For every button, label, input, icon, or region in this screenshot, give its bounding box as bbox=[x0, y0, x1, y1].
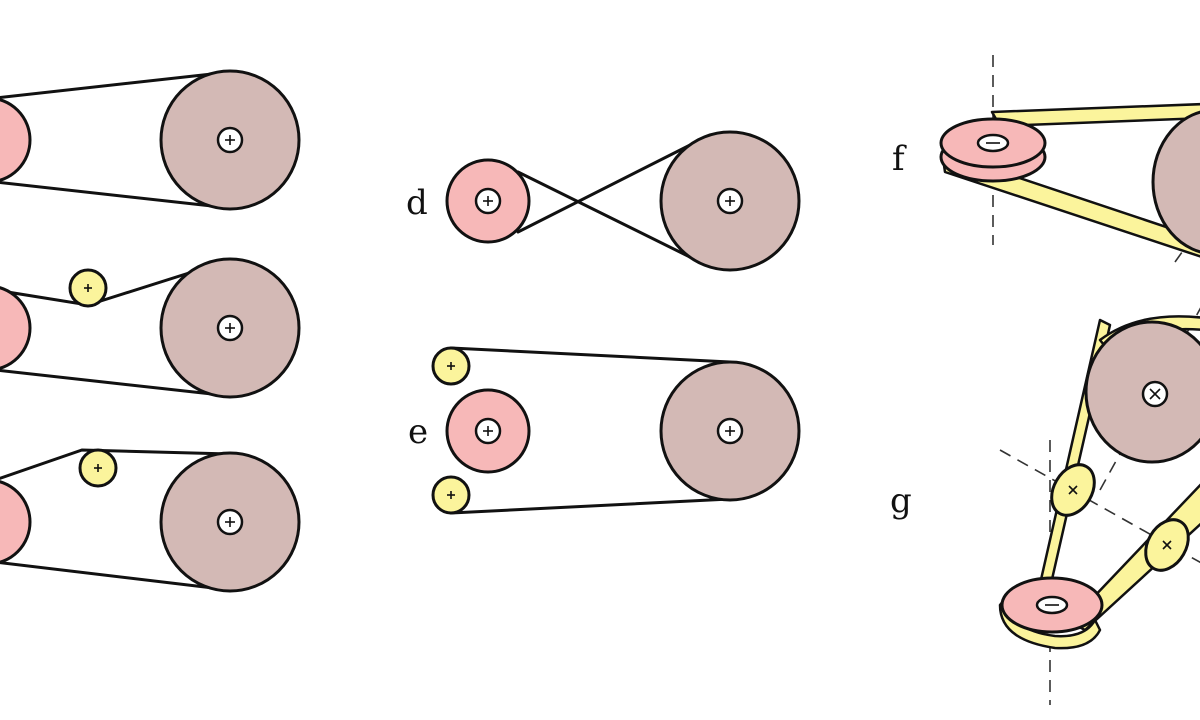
hub-icon bbox=[216, 508, 244, 536]
crossed-belt-drive-d: d bbox=[406, 130, 801, 272]
idler-hub-icon bbox=[94, 464, 102, 472]
open-belt-drive-a bbox=[0, 69, 301, 211]
idler-hub-icon bbox=[84, 284, 92, 292]
belt-top bbox=[0, 70, 232, 99]
hub-icon bbox=[216, 314, 244, 342]
hub-icon bbox=[474, 417, 502, 445]
quarter-turn-belt-drive-f: f bbox=[892, 55, 1200, 263]
guide-hub-icon bbox=[1162, 540, 1172, 550]
belt-bottom bbox=[0, 369, 232, 398]
large-pulley-edge bbox=[1151, 110, 1200, 254]
idler-hub-icon bbox=[447, 362, 455, 370]
small-pulley bbox=[0, 98, 32, 182]
hub-icon bbox=[976, 133, 1010, 153]
hub-icon bbox=[716, 187, 744, 215]
label-e: e bbox=[408, 412, 428, 452]
label-f: f bbox=[892, 139, 907, 179]
label-d: d bbox=[406, 183, 428, 223]
label-g: g bbox=[890, 481, 912, 521]
belt-cross-1 bbox=[516, 170, 702, 264]
hub-icon bbox=[1035, 595, 1069, 615]
idler-hub-icon bbox=[447, 491, 455, 499]
angled-guide-belt-drive-g: g bbox=[890, 307, 1200, 705]
small-pulley bbox=[0, 480, 32, 564]
open-belt-drive-c-with-idler bbox=[0, 448, 301, 593]
hub-icon bbox=[716, 417, 744, 445]
belt-bottom bbox=[449, 497, 732, 515]
belt-bottom bbox=[0, 561, 232, 592]
small-pulley bbox=[0, 286, 32, 370]
hub-icon bbox=[216, 126, 244, 154]
belt-bottom bbox=[0, 181, 232, 210]
hub-icon bbox=[474, 187, 502, 215]
guide-hub-icon bbox=[1068, 485, 1078, 495]
belt-cross-2 bbox=[516, 138, 702, 234]
hub-icon bbox=[1141, 380, 1169, 408]
belt-top bbox=[0, 448, 232, 480]
open-belt-drive-b-with-idler bbox=[0, 257, 301, 399]
belt-top bbox=[449, 346, 732, 364]
guided-belt-drive-e: e bbox=[408, 346, 801, 515]
